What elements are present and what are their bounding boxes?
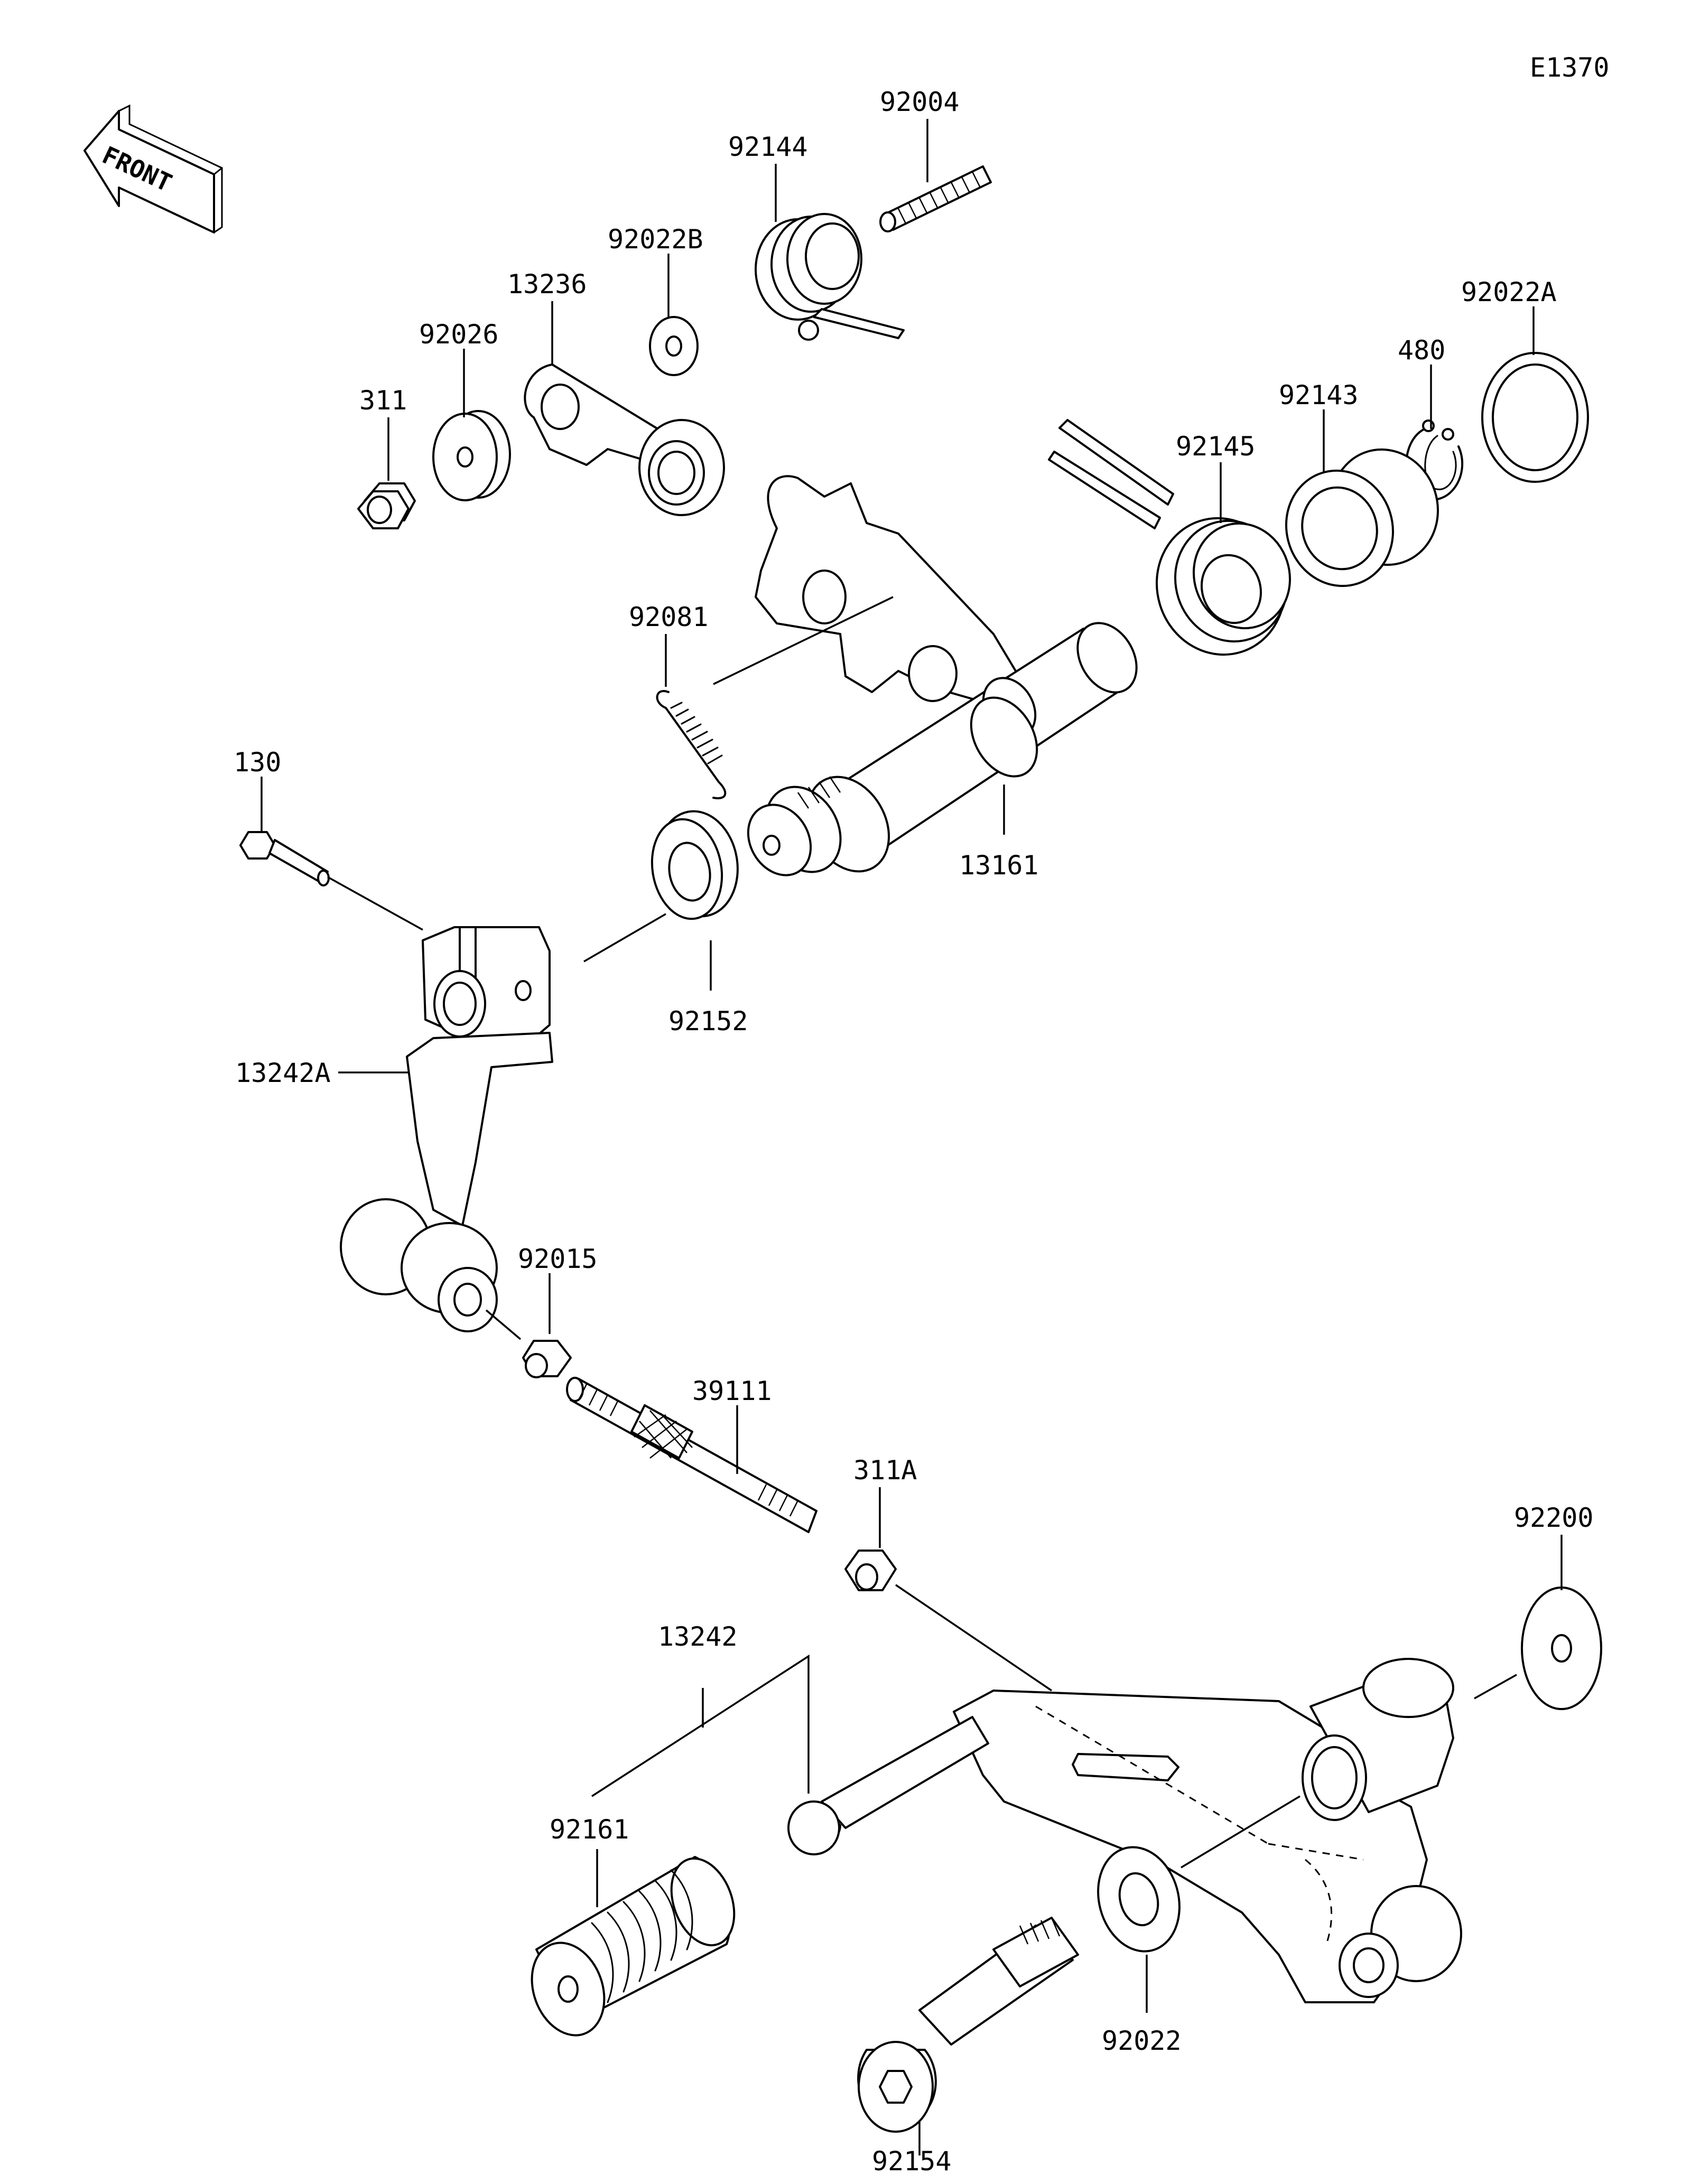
callout-92152: 92152 xyxy=(668,1006,748,1037)
nut-311A xyxy=(844,1550,897,1591)
callout-13242A: 13242A xyxy=(235,1058,331,1088)
tie-rod-39111 xyxy=(566,1377,817,1533)
washer-92026 xyxy=(432,410,511,501)
bolt-130 xyxy=(239,831,330,886)
washer-92022A xyxy=(1481,352,1589,483)
callout-92004: 92004 xyxy=(880,87,960,117)
shift-shaft-13161 xyxy=(747,475,1138,876)
callout-92154: 92154 xyxy=(872,2146,952,2177)
callout-92200: 92200 xyxy=(1514,1502,1594,1533)
seal-92152 xyxy=(651,810,739,920)
callout-13161: 13161 xyxy=(959,850,1039,881)
callout-92144: 92144 xyxy=(728,132,808,162)
callout-92143: 92143 xyxy=(1279,380,1359,410)
washer-92022B xyxy=(649,316,699,376)
callout-92022A: 92022A xyxy=(1461,277,1557,307)
set-pin-92004 xyxy=(879,165,992,232)
return-spring-92145 xyxy=(1048,419,1292,656)
plate-13236 xyxy=(524,363,725,516)
callout-92081: 92081 xyxy=(629,602,709,632)
callout-39111: 39111 xyxy=(692,1376,772,1406)
washer-92200 xyxy=(1521,1586,1602,1710)
callout-92015: 92015 xyxy=(518,1244,598,1274)
shift-pedal-13242 xyxy=(787,1658,1462,2003)
callout-130: 130 xyxy=(234,747,281,778)
callout-13242: 13242 xyxy=(658,1621,738,1652)
callout-480: 480 xyxy=(1398,335,1445,366)
front-arrow-icon: FRONT xyxy=(83,104,223,234)
callout-92161: 92161 xyxy=(550,1814,629,1845)
torsion-spring-92144 xyxy=(755,213,905,341)
callout-92022B: 92022B xyxy=(608,224,703,255)
lever-13242A xyxy=(340,926,553,1332)
callout-92022: 92022 xyxy=(1102,2026,1182,2056)
nut-92015 xyxy=(522,1340,572,1378)
callout-311: 311 xyxy=(359,385,407,416)
callout-311A: 311A xyxy=(853,1455,917,1486)
callout-13236: 13236 xyxy=(507,269,587,300)
callout-92145: 92145 xyxy=(1176,431,1256,462)
spring-92081 xyxy=(656,690,727,799)
collar-92143 xyxy=(1285,448,1439,587)
rubber-92161 xyxy=(531,1856,736,2037)
bolt-92154 xyxy=(857,1917,1079,2133)
nut-311 xyxy=(357,482,416,529)
diagram-code: E1370 xyxy=(1530,52,1610,83)
washer-92022 xyxy=(1097,1846,1181,1953)
callout-92026: 92026 xyxy=(419,319,499,350)
